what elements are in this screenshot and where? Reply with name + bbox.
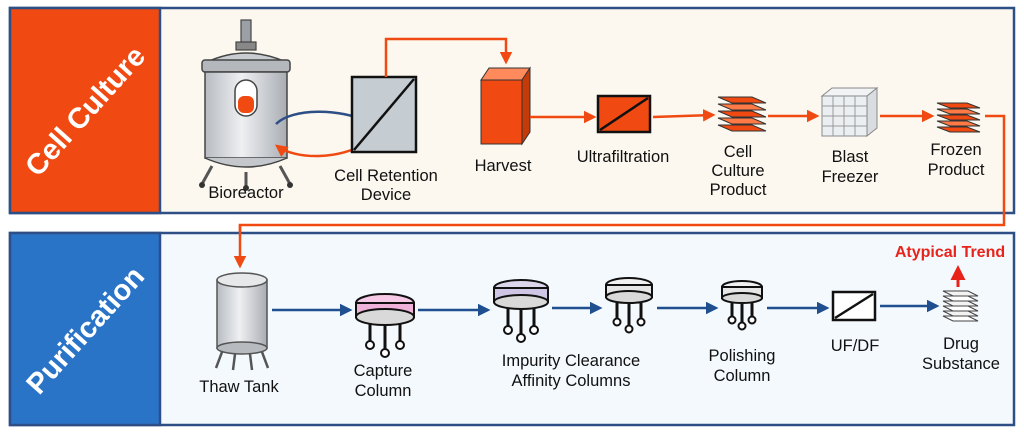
- purification-flow-arrows: [272, 299, 940, 317]
- arrow-retention-to-harvest: [384, 37, 513, 77]
- cell-culture-product-icon: [717, 96, 767, 132]
- cell-culture-product-label-line3: Product: [710, 181, 767, 199]
- capture-column-label-line2: Column: [355, 382, 412, 400]
- purification-side-bar: [8, 231, 162, 427]
- harvest-label: Harvest: [475, 157, 532, 175]
- drug-substance-label-line2: Substance: [922, 355, 1000, 373]
- thaw-tank-icon: [214, 272, 270, 371]
- impurity-clearance-column-2-icon: [605, 277, 653, 334]
- polishing-column-icon: [721, 280, 763, 331]
- bioreactor-label: Bioreactor: [208, 184, 284, 202]
- polishing-column-label-line2: Column: [714, 367, 771, 385]
- cell-retention-label-line2: Device: [361, 186, 411, 204]
- frozen-product-label-line1: Frozen: [930, 141, 981, 159]
- ultrafiltration-label: Ultrafiltration: [577, 148, 670, 166]
- ultrafiltration-icon: [596, 94, 652, 134]
- blast-freezer-label-line1: Blast: [832, 148, 869, 166]
- uf-df-label: UF/DF: [831, 337, 880, 355]
- frozen-product-label-line2: Product: [928, 161, 985, 179]
- atypical-trend-label: Atypical Trend: [895, 244, 1005, 261]
- cell-culture-labels: Bioreactor Cell Retention Device Harvest…: [208, 141, 984, 204]
- purification-labels: Thaw Tank Capture Column Impurity Cleara…: [199, 335, 1000, 400]
- drug-substance-icon: [942, 290, 979, 322]
- capture-column-icon: [355, 293, 415, 358]
- arrow-ultrafiltration-to-product: [652, 109, 716, 122]
- atypical-trend-callout: Atypical Trend: [895, 244, 1005, 287]
- thaw-tank-label: Thaw Tank: [199, 378, 279, 396]
- impurity-clearance-label-line2: Affinity Columns: [512, 372, 631, 390]
- drug-substance-label-line1: Drug: [943, 335, 979, 353]
- blast-freezer-icon: [820, 86, 879, 138]
- cell-culture-section: Cell Culture: [8, 6, 1016, 269]
- purification-section: Purification: [8, 225, 1016, 427]
- cell-culture-side-bar: [8, 6, 162, 215]
- blast-freezer-label-line2: Freezer: [822, 168, 879, 186]
- polishing-column-label-line1: Polishing: [709, 347, 776, 365]
- cell-retention-label-line1: Cell Retention: [334, 167, 438, 185]
- cell-culture-product-label-line1: Cell: [724, 143, 752, 161]
- cell-culture-product-label-line2: Culture: [711, 162, 764, 180]
- impurity-clearance-column-1-icon: [493, 279, 549, 343]
- capture-column-label-line1: Capture: [354, 362, 413, 380]
- bioreactor-icon: [199, 19, 293, 191]
- harvest-icon: [480, 66, 531, 146]
- uf-df-icon: [831, 290, 877, 322]
- cell-retention-device-icon: [350, 75, 418, 154]
- frozen-product-icon: [936, 102, 981, 133]
- impurity-clearance-label-line1: Impurity Clearance: [502, 352, 640, 370]
